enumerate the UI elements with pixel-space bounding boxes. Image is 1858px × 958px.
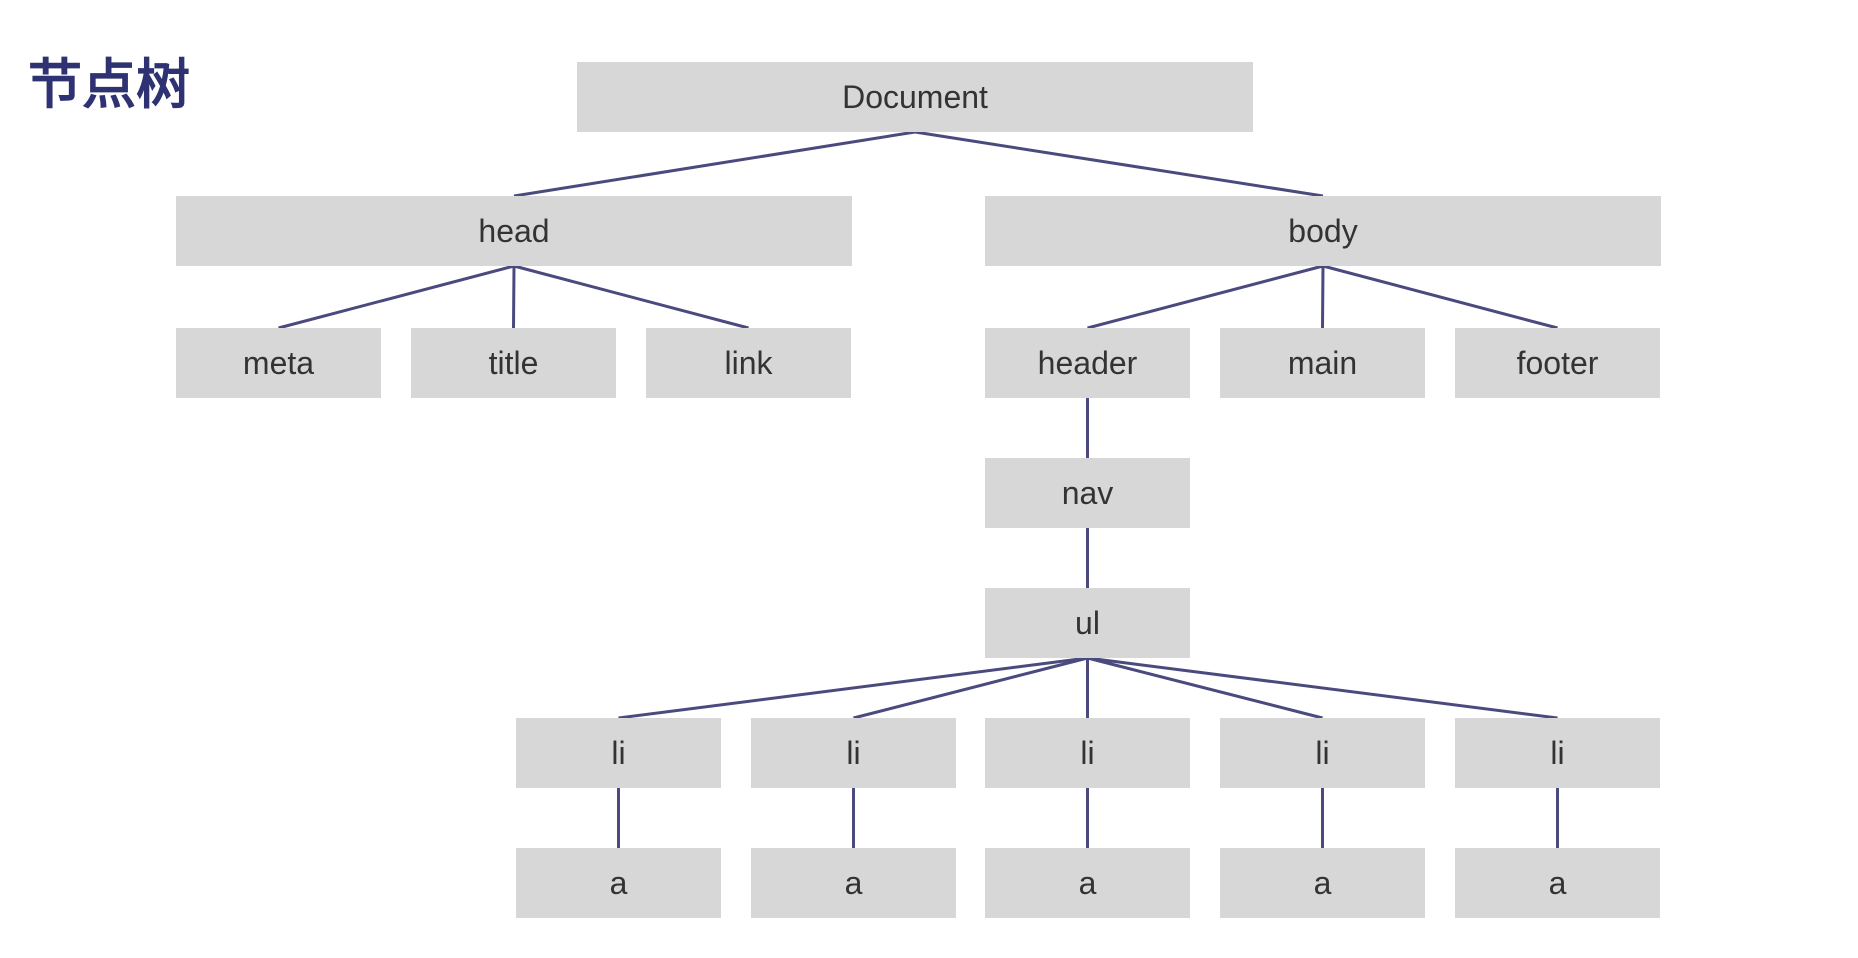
node-label-li-2: li bbox=[846, 735, 860, 771]
node-meta: meta bbox=[176, 328, 381, 398]
node-box-meta bbox=[176, 328, 381, 398]
node-li-4: li bbox=[1220, 718, 1425, 788]
node-label-document: Document bbox=[842, 79, 988, 115]
edge-head-to-title bbox=[512, 265, 516, 329]
edge-layer bbox=[278, 130, 1559, 848]
node-li-3: li bbox=[985, 718, 1190, 788]
node-header: header bbox=[985, 328, 1190, 398]
node-label-link: link bbox=[724, 345, 773, 381]
node-box-footer bbox=[1455, 328, 1660, 398]
node-label-ul: ul bbox=[1075, 605, 1100, 641]
node-link: link bbox=[646, 328, 851, 398]
node-li-2: li bbox=[751, 718, 956, 788]
node-box-a-3 bbox=[985, 848, 1190, 918]
edge-body-to-footer bbox=[1322, 264, 1558, 330]
edge-ul-to-li-5 bbox=[1087, 656, 1558, 720]
node-a-5: a bbox=[1455, 848, 1660, 918]
node-label-body: body bbox=[1288, 213, 1357, 249]
node-label-li-5: li bbox=[1550, 735, 1564, 771]
node-a-2: a bbox=[751, 848, 956, 918]
edge-document-to-body bbox=[914, 130, 1324, 198]
node-label-li-1: li bbox=[611, 735, 625, 771]
node-box-li-4 bbox=[1220, 718, 1425, 788]
node-box-li-5 bbox=[1455, 718, 1660, 788]
node-box-title bbox=[411, 328, 616, 398]
node-box-li-3 bbox=[985, 718, 1190, 788]
node-box-a-2 bbox=[751, 848, 956, 918]
node-label-a-3: a bbox=[1079, 865, 1097, 901]
node-box-main bbox=[1220, 328, 1425, 398]
node-label-li-4: li bbox=[1315, 735, 1329, 771]
node-box-head bbox=[176, 196, 852, 266]
node-label-li-3: li bbox=[1080, 735, 1094, 771]
node-box-ul bbox=[985, 588, 1190, 658]
edge-body-to-main bbox=[1321, 265, 1325, 329]
node-box-header bbox=[985, 328, 1190, 398]
node-box-a-1 bbox=[516, 848, 721, 918]
node-box-li-2 bbox=[751, 718, 956, 788]
node-body: body bbox=[985, 196, 1661, 266]
node-box-document bbox=[577, 62, 1253, 132]
node-label-main: main bbox=[1288, 345, 1357, 381]
node-document: Document bbox=[577, 62, 1253, 132]
node-box-nav bbox=[985, 458, 1190, 528]
node-label-a-5: a bbox=[1549, 865, 1567, 901]
node-head: head bbox=[176, 196, 852, 266]
node-main: main bbox=[1220, 328, 1425, 398]
edge-body-to-header bbox=[1087, 264, 1324, 330]
node-nav: nav bbox=[985, 458, 1190, 528]
node-label-head: head bbox=[478, 213, 549, 249]
node-box-li-1 bbox=[516, 718, 721, 788]
node-li-1: li bbox=[516, 718, 721, 788]
node-a-4: a bbox=[1220, 848, 1425, 918]
node-a-3: a bbox=[985, 848, 1190, 918]
node-footer: footer bbox=[1455, 328, 1660, 398]
edge-ul-to-li-2 bbox=[853, 656, 1088, 720]
edge-document-to-head bbox=[513, 130, 916, 198]
node-layer: Document head body meta title link header main f… bbox=[176, 62, 1661, 918]
node-label-meta: meta bbox=[243, 345, 314, 381]
node-box-a-5 bbox=[1455, 848, 1660, 918]
node-li-5: li bbox=[1455, 718, 1660, 788]
node-label-title: title bbox=[489, 345, 539, 381]
edge-head-to-meta bbox=[278, 264, 515, 330]
node-box-a-4 bbox=[1220, 848, 1425, 918]
node-title: title bbox=[411, 328, 616, 398]
page-title: 节点树 bbox=[28, 53, 190, 116]
node-label-a-1: a bbox=[610, 865, 628, 901]
node-box-link bbox=[646, 328, 851, 398]
edge-head-to-link bbox=[513, 264, 749, 330]
edge-ul-to-li-1 bbox=[618, 656, 1088, 720]
node-box-body bbox=[985, 196, 1661, 266]
node-a-1: a bbox=[516, 848, 721, 918]
edge-ul-to-li-4 bbox=[1087, 656, 1323, 720]
node-label-nav: nav bbox=[1062, 475, 1114, 511]
node-label-a-4: a bbox=[1314, 865, 1332, 901]
node-label-footer: footer bbox=[1517, 345, 1599, 381]
node-ul: ul bbox=[985, 588, 1190, 658]
node-label-a-2: a bbox=[845, 865, 863, 901]
node-label-header: header bbox=[1038, 345, 1138, 381]
